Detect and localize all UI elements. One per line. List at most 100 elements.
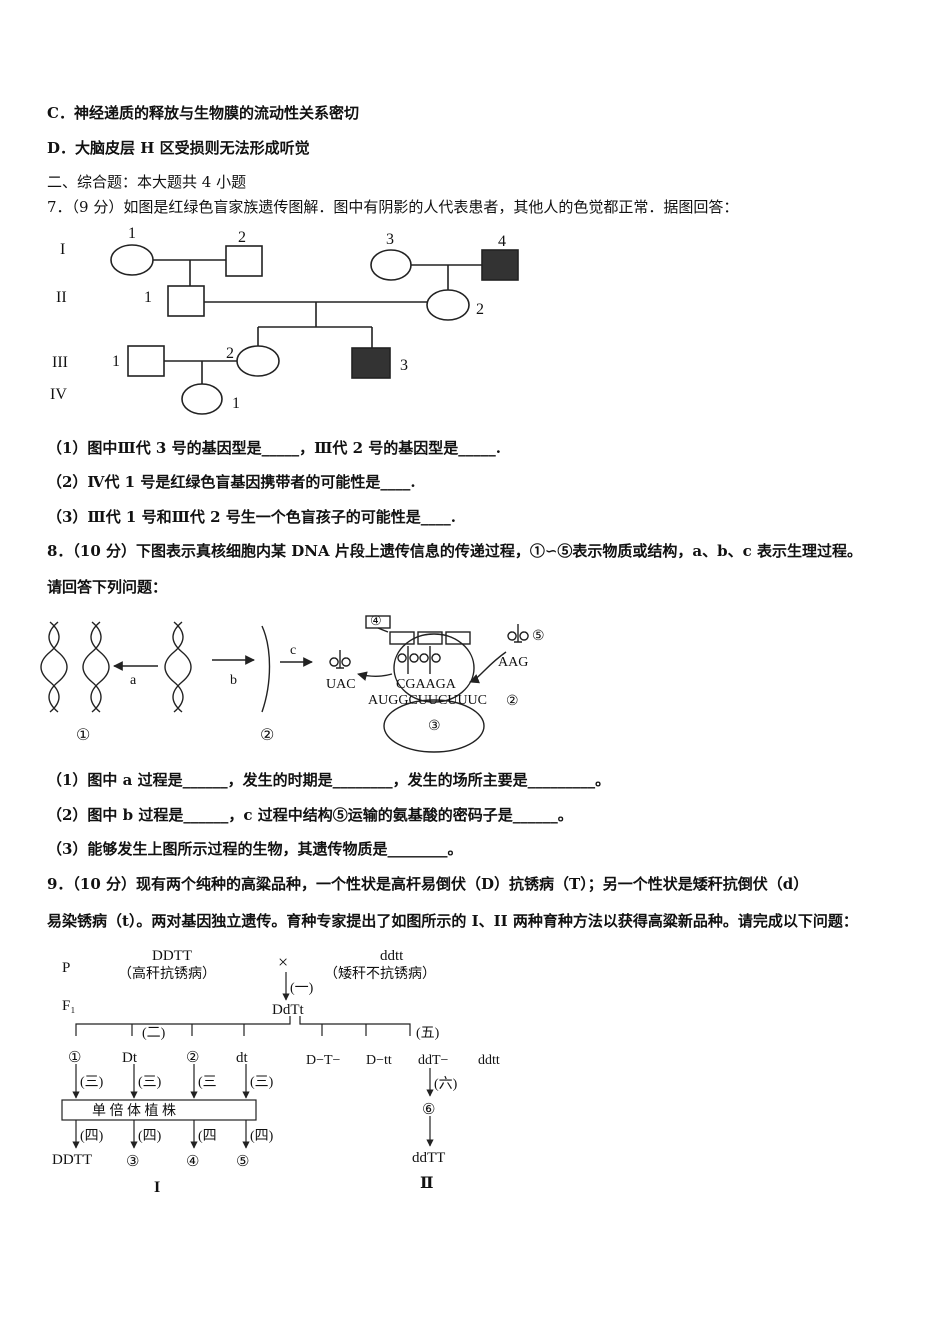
num-I-1: 1 [128,225,136,242]
num-II-2: 2 [476,301,484,318]
step-5: (五) [416,1026,440,1041]
IV-1-female [181,383,223,415]
label-b: b [230,673,237,688]
q8-sub1: （1）图中 a 过程是______，发生的时期是________，发生的场所主要… [47,771,611,789]
q8-sub3: （3）能够发生上图所示过程的生物，其遗传物质是________。 [47,840,463,858]
label-2: ② [260,727,274,744]
gamete-Dt: Dt [122,1050,138,1066]
num-I-3: 3 [386,231,394,248]
num-III-2: 2 [226,345,234,362]
num-II-1: 1 [144,289,152,306]
step-4c: (四 [198,1129,217,1144]
step-6: (六) [434,1076,458,1092]
q6-option-d: D．大脑皮层 H 区受损则无法形成听觉 [47,139,310,157]
gen-label-IV: IV [50,386,67,403]
I-2-male [225,245,263,277]
gen-label-II: II [56,289,67,306]
q8-stem-1: 8．（10 分）下图表示真核细胞内某 DNA 片段上遗传信息的传递过程，①∽⑤表… [47,542,862,560]
gen-label-I: I [60,241,65,258]
q9-breeding-diagram: P F₁ DDTT （高秆抗锈病） × ddtt （矮秆不抗锈病） (一) Dd… [52,948,500,1196]
pheno-DT: D−T− [306,1053,341,1068]
q9-stem-2: 易染锈病（t）。两对基因独立遗传。育种专家提出了如图所示的 I、II 两种育种方… [47,912,858,930]
q8-sub2: （2）图中 b 过程是______，c 过程中结构⑤运输的氨基酸的密码子是___… [47,806,573,824]
q7-pedigree-diagram: I II III IV 1 2 3 4 1 2 1 2 3 1 [50,225,519,415]
I-1-female [110,244,154,276]
step-3a: (三) [80,1075,104,1090]
final-ddTT: ddTT [412,1150,445,1166]
I-3-female [370,249,412,281]
III-2-female [236,345,280,377]
trna-uac [329,650,351,669]
ribosome-large [393,633,475,703]
step-3d: (三) [250,1075,274,1090]
section-heading: 二、综合题：本大题共 4 小题 [47,173,247,191]
result-4: ④ [186,1154,199,1170]
label-3: ③ [428,719,441,734]
label-4: ④ [370,613,382,628]
I-4-male-affected [481,249,519,281]
q6-option-c: C．神经递质的释放与生物膜的流动性关系密切 [47,104,359,122]
mrna-strand [261,625,271,713]
III-1-male [127,345,165,377]
label-5: ⑤ [532,629,545,644]
num-IV-1: 1 [232,395,240,412]
q9-stem-1: 9．（10 分）现有两个纯种的高粱品种，一个性状是高杆易倒伏（D）抗锈病（T）；… [47,875,809,893]
q7-stem: 7．（9 分）如图是红绿色盲家族遗传图解．图中有阴影的人代表患者，其他人的色觉都… [47,198,739,216]
haploid-plants-box [61,1099,257,1121]
gen-label-III: III [52,354,68,371]
dna-helix-1b [82,621,102,713]
trna-aag [507,624,529,643]
parent-ddtt-tall: DDTT [152,948,192,964]
q7-sub1: （1）图中Ⅲ代 3 号的基因型是_____，Ⅲ代 2 号的基因型是_____. [47,439,501,457]
step-3b: (三) [138,1075,162,1090]
step-4b: (四) [138,1129,162,1144]
q8-gene-expression-diagram: a b c ④ ⑤ UAC AAG CGAAGA AUGGCUUCUUUC ② … [40,613,545,753]
step-2: (二) [142,1026,166,1041]
marker-6: ⑥ [422,1102,435,1118]
label-uac: UAC [326,677,356,692]
label-mrna-seq: AUGGCUUCUUUC [368,693,487,708]
step-4d: (四) [250,1129,274,1144]
label-c: c [290,643,296,658]
q8-stem-2: 请回答下列问题： [47,578,168,596]
II-2-female [426,289,470,321]
trna-in-ribosome-1 [397,646,419,674]
haploid-label: 单 倍 体 植 株 [92,1103,176,1119]
label-P: P [62,960,70,976]
step-1: (一) [290,981,314,996]
label-aag: AAG [498,655,528,670]
result-5: ⑤ [236,1154,249,1170]
III-3-male-affected [351,347,391,379]
cross-symbol: × [278,952,288,972]
pheno-ddtt: ddtt [478,1053,500,1068]
parent-ddtt-short: ddtt [380,948,404,964]
num-I-2: 2 [238,229,246,246]
num-I-4: 4 [498,233,506,250]
II-1-male [167,285,205,317]
result-DDTT: DDTT [52,1152,92,1168]
f1-genotype: DdTt [272,1002,304,1018]
label-cgaaga: CGAAGA [396,677,457,692]
dna-helix-parent [164,621,184,713]
q7-sub3: （3）Ⅲ代 1 号和Ⅲ代 2 号生一个色盲孩子的可能性是____. [47,508,456,526]
pheno-Dtt: D−tt [366,1053,392,1068]
gamete-2: ② [186,1050,199,1066]
method-II: Ⅱ [420,1175,433,1192]
label-2-mrna: ② [506,694,519,709]
result-3: ③ [126,1154,139,1170]
parent-short-note: （矮秆不抗锈病） [324,966,436,982]
num-III-1: 1 [112,353,120,370]
step-4a: (四) [80,1129,104,1144]
q7-sub2: （2）Ⅳ代 1 号是红绿色盲基因携带者的可能性是____. [47,473,416,491]
method-I: I [154,1179,160,1196]
num-III-3: 3 [400,357,408,374]
label-1: ① [76,727,90,744]
dna-helix-1a [40,621,60,713]
ribosome-small [383,699,485,753]
polypeptide-box [389,631,415,645]
gamete-1: ① [68,1050,81,1066]
label-F1: F₁ [62,998,76,1014]
step-3c: (三 [198,1075,217,1090]
pheno-ddT: ddT− [418,1053,449,1068]
parent-tall-note: （高秆抗锈病） [118,965,216,982]
